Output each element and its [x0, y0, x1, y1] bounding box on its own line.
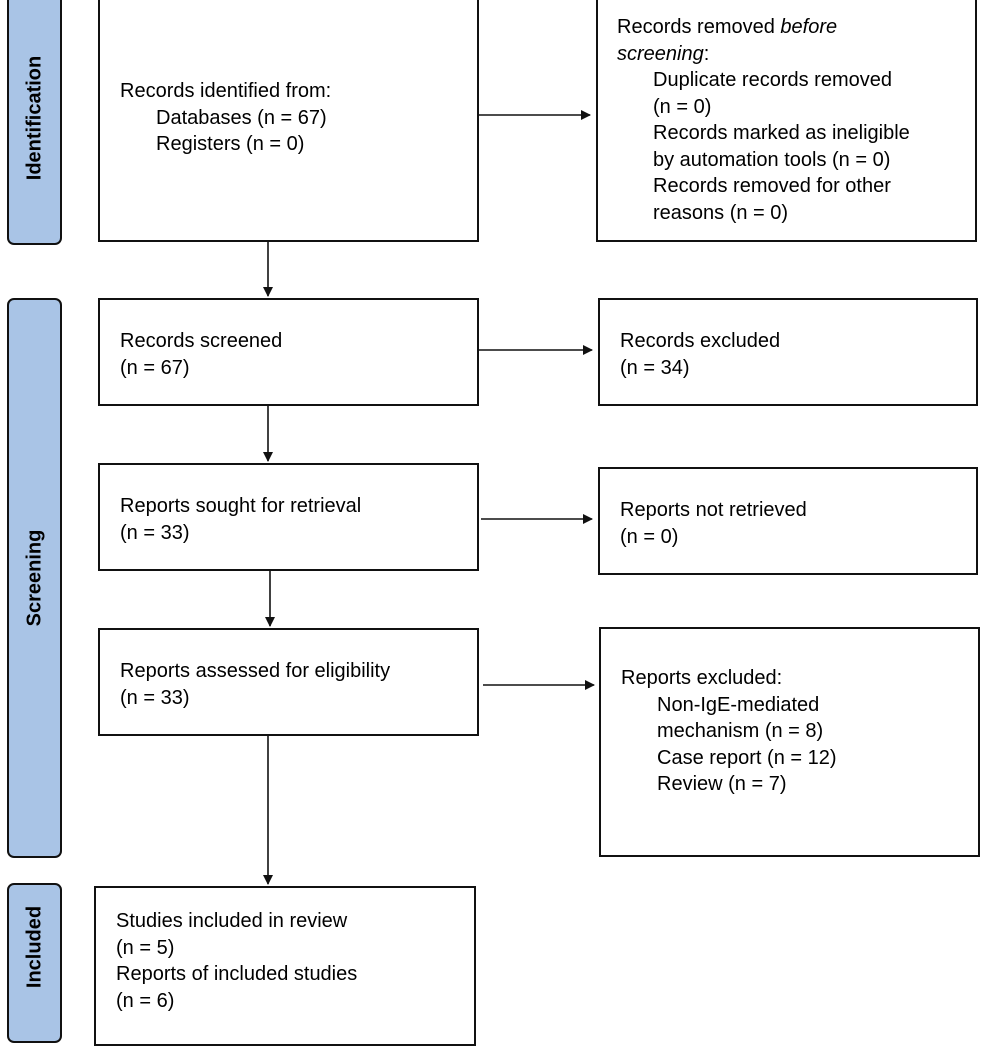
- stage-bar-included: Included: [7, 883, 62, 1043]
- removed-item: by automation tools (n = 0): [653, 148, 891, 171]
- databases-count: Databases (n = 67): [156, 106, 327, 129]
- reports-sought-box: Reports sought for retrieval (n = 33): [98, 463, 479, 571]
- reports-sought-label: Reports sought for retrieval: [120, 495, 362, 517]
- reports-not-retrieved-count: (n = 0): [620, 525, 679, 548]
- reports-excluded-box: Reports excluded: Non-IgE-mediated mecha…: [599, 627, 980, 857]
- records-identified-heading: Records identified from:: [120, 80, 332, 102]
- records-identified-box: Records identified from: Databases (n = …: [98, 0, 479, 242]
- registers-count: Registers (n = 0): [156, 133, 305, 155]
- stage-bar-identification: Identification: [7, 0, 62, 245]
- studies-included-count: (n = 5): [116, 936, 175, 959]
- reports-excluded-item: Review (n = 7): [657, 773, 787, 795]
- reports-not-retrieved-label: Reports not retrieved: [620, 499, 807, 521]
- reports-assessed-box: Reports assessed for eligibility (n = 33…: [98, 628, 479, 736]
- prisma-flow-diagram: Identification Screening Included Record…: [7, 0, 980, 1046]
- removed-item: Records removed for other: [653, 175, 891, 197]
- reports-assessed-count: (n = 33): [120, 686, 190, 709]
- reports-excluded-item: Non-IgE-mediated: [657, 693, 820, 716]
- reports-not-retrieved-box: Reports not retrieved (n = 0): [598, 467, 978, 575]
- removed-item: Duplicate records removed: [653, 69, 892, 91]
- records-screened-label: Records screened: [120, 330, 283, 352]
- removed-item: Records marked as ineligible: [653, 122, 910, 144]
- stage-bar-screening: Screening: [7, 298, 62, 858]
- records-excluded-box: Records excluded (n = 34): [598, 298, 978, 406]
- records-screened-count: (n = 67): [120, 356, 190, 379]
- records-removed-heading-cont: screening:: [617, 42, 710, 65]
- reports-excluded-item: Case report (n = 12): [657, 746, 837, 769]
- reports-sought-count: (n = 33): [120, 521, 190, 544]
- removed-item: reasons (n = 0): [653, 201, 789, 224]
- studies-included-box: Studies included in review (n = 5) Repor…: [94, 886, 476, 1046]
- removed-item: (n = 0): [653, 95, 712, 118]
- records-screened-box: Records screened (n = 67): [98, 298, 479, 406]
- records-removed-box: Records removed before screening: Duplic…: [596, 0, 977, 242]
- reports-assessed-label: Reports assessed for eligibility: [120, 660, 391, 682]
- records-removed-heading: Records removed before: [617, 16, 838, 38]
- flow-arrows: [263, 110, 595, 885]
- records-excluded-count: (n = 34): [620, 356, 690, 379]
- records-excluded-label: Records excluded: [620, 330, 781, 352]
- reports-excluded-item: mechanism (n = 8): [657, 720, 824, 742]
- reports-included-count: (n = 6): [116, 989, 175, 1012]
- reports-excluded-heading: Reports excluded:: [621, 667, 783, 689]
- studies-included-label: Studies included in review: [116, 910, 348, 932]
- reports-included-label: Reports of included studies: [116, 963, 358, 985]
